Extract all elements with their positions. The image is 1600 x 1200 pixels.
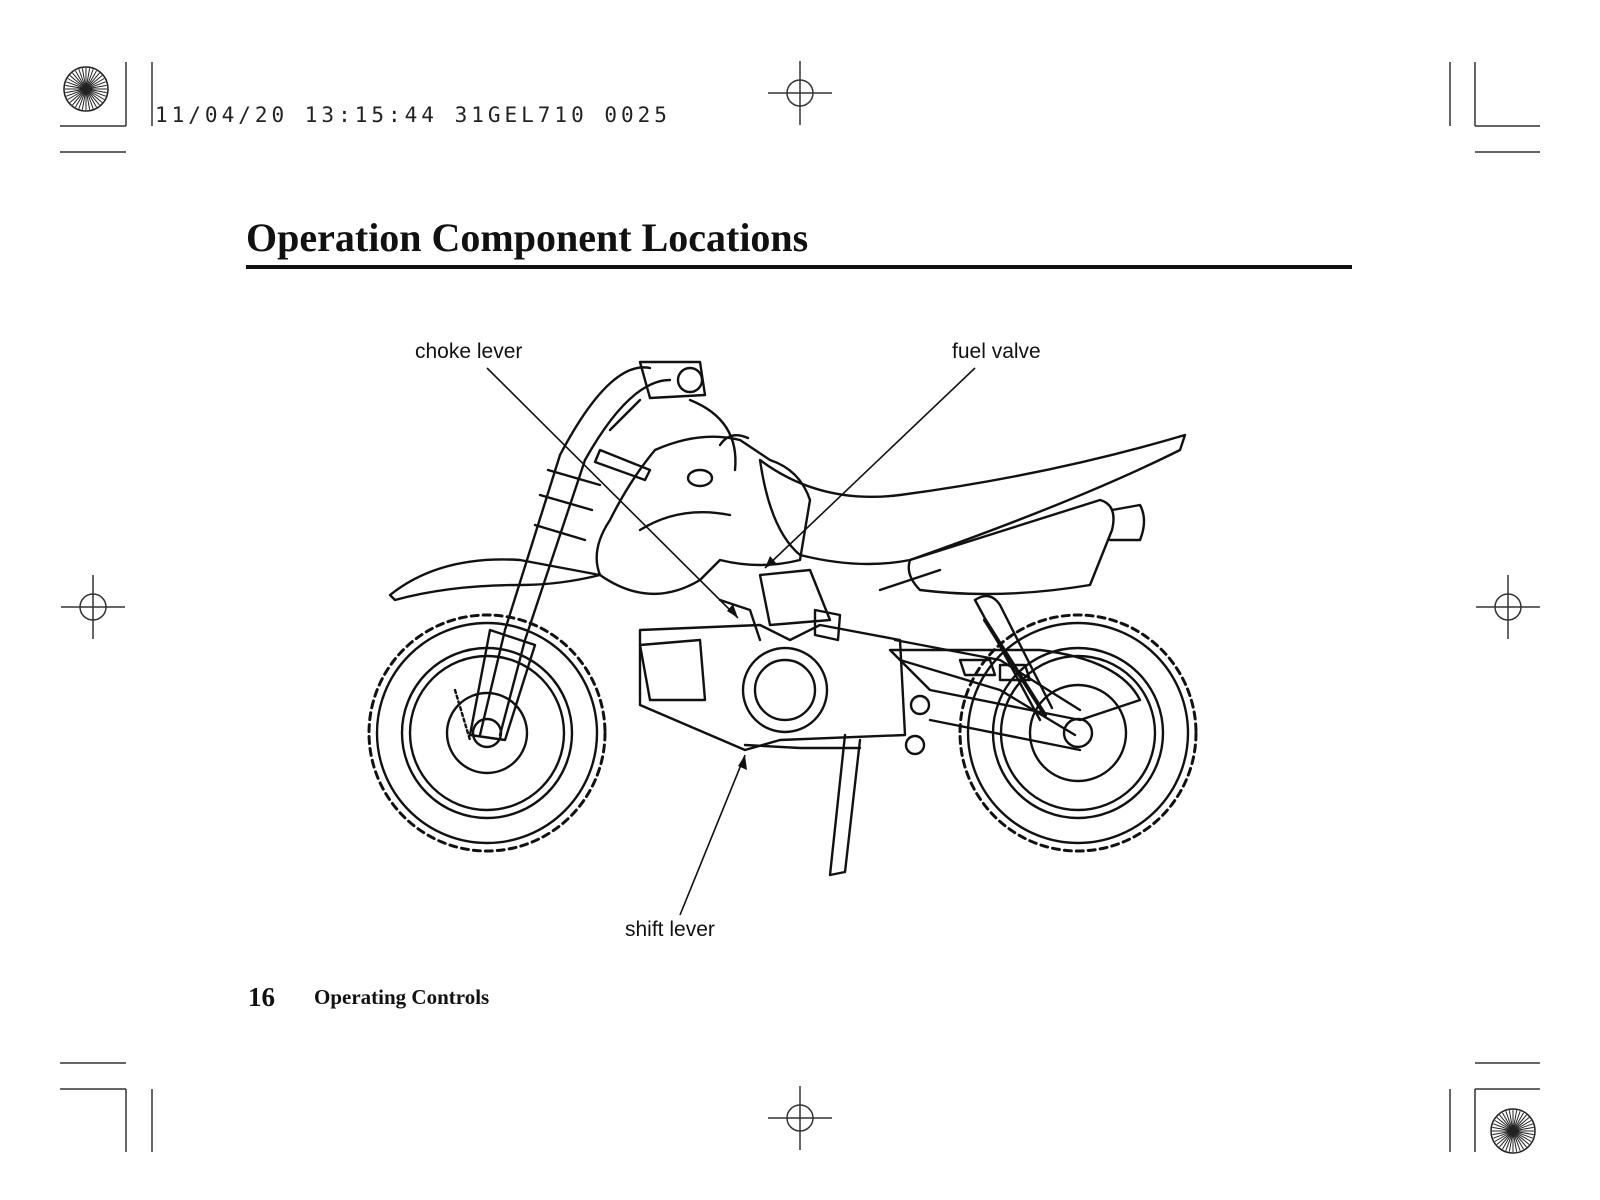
fuel-valve-arrowhead [765, 556, 776, 568]
choke-lever-arrowhead [727, 604, 738, 618]
page-number: 16 [248, 982, 275, 1012]
callout-shift-lever: shift lever [625, 918, 715, 941]
muffler [1108, 503, 1146, 542]
section-name: Operating Controls [314, 985, 490, 1009]
fuel-valve-leader [764, 367, 976, 569]
frame [878, 568, 1082, 752]
fuel-tank [595, 434, 812, 596]
callout-choke-lever: choke lever [415, 340, 523, 363]
kickstand [828, 733, 862, 877]
front-fender [388, 558, 602, 602]
handlebars [558, 360, 737, 482]
registration-target-right [1476, 575, 1540, 639]
registration-target-top [768, 61, 832, 125]
title-rule [246, 265, 1352, 269]
registration-target-left [61, 575, 125, 639]
page-title: Operation Component Locations [246, 215, 809, 260]
shift-lever [743, 743, 862, 750]
choke-lever-leader [486, 367, 739, 619]
callout-fuel-valve: fuel valve [952, 340, 1041, 363]
side-panel [907, 498, 1115, 596]
rear-shock [973, 594, 1054, 710]
rear-wheel [958, 613, 1198, 853]
chain-guard [888, 648, 1142, 722]
shift-lever-arrowhead [738, 755, 747, 770]
engine [638, 568, 931, 756]
front-wheel [367, 613, 607, 853]
print-header: 11/04/20 13:15:44 31GEL710 0025 [155, 103, 671, 127]
shift-lever-leader [679, 754, 746, 916]
front-fork [453, 453, 602, 742]
starburst-mark-bottom-right [1490, 1108, 1536, 1154]
callout-leaders [486, 367, 976, 916]
starburst-mark-top-left [63, 66, 109, 112]
seat [758, 433, 1187, 566]
registration-target-bottom [768, 1086, 832, 1150]
